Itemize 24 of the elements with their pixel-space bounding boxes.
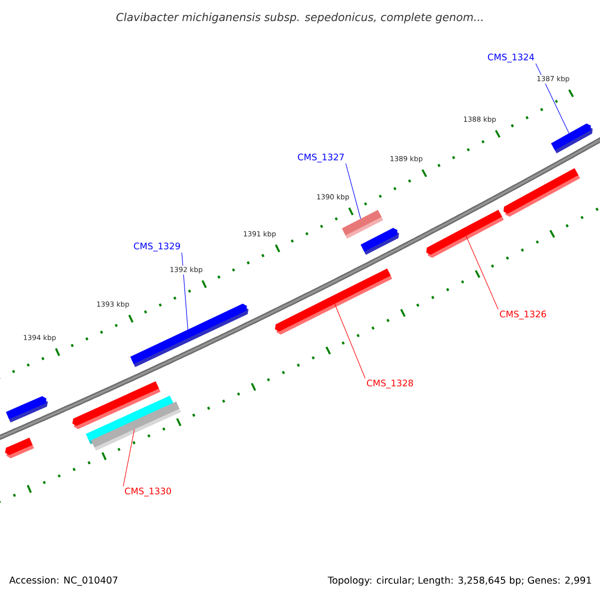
gene-feature xyxy=(360,228,400,255)
leader-line xyxy=(345,163,361,220)
gene-label: CMS_1328 xyxy=(366,380,413,388)
gene-feature xyxy=(91,402,181,451)
gene-feature xyxy=(130,304,248,368)
gene-label: CMS_1324 xyxy=(488,54,534,62)
gene-feature xyxy=(503,168,580,217)
gene-label: CMS_1327 xyxy=(298,154,344,162)
gene-feature xyxy=(550,124,593,154)
gene-feature xyxy=(426,210,504,258)
gene-feature xyxy=(342,210,384,239)
gene-label: CMS_1329 xyxy=(134,242,180,252)
footer-text: Topology: circular; Length: 3,258,645 bp; Genes: 2,991 xyxy=(328,576,591,586)
gene-feature xyxy=(6,396,48,422)
footer-text: Accession: NC_010407 xyxy=(9,576,118,586)
leader-line xyxy=(334,303,366,379)
leader-line xyxy=(466,236,499,310)
leader-line xyxy=(536,63,570,134)
leader-line xyxy=(181,252,188,330)
gene-label: CMS_1330 xyxy=(124,488,171,496)
gene-feature xyxy=(5,438,34,458)
gene-feature xyxy=(274,268,392,335)
title: Clavibacter michiganensis subsp. sepedonicus, complete genom... xyxy=(116,12,483,24)
gene-label: CMS_1326 xyxy=(500,310,546,320)
